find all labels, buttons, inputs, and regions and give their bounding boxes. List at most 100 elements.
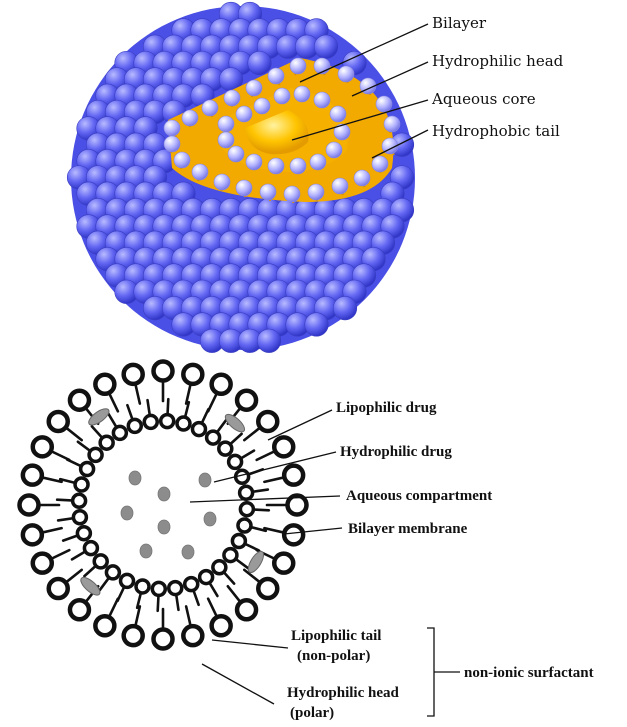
inner-head [152, 582, 165, 595]
outer-head [237, 391, 256, 410]
outer-head [284, 466, 303, 485]
inner-head [73, 511, 86, 524]
cut-head-inner [236, 106, 252, 122]
outer-head [274, 437, 293, 456]
label-hydrophilic-drug: Hydrophilic drug [340, 444, 452, 460]
cut-head [224, 90, 240, 106]
outer-head [70, 600, 89, 619]
cut-head-inner [228, 146, 244, 162]
cut-head-inner [218, 116, 234, 132]
outer-head [33, 554, 52, 573]
cut-head-inner [314, 92, 330, 108]
cut-head [174, 152, 190, 168]
inner-head [219, 442, 232, 455]
cut-head-inner [326, 142, 342, 158]
label-hydrophobic-tail: Hydrophobic tail [432, 122, 560, 140]
hydrophilic-drug [204, 512, 216, 526]
inner-head [94, 555, 107, 568]
cut-head [164, 120, 180, 136]
cut-head-inner [268, 158, 284, 174]
inner-head [238, 519, 251, 532]
inner-head [200, 571, 213, 584]
cut-head [290, 58, 306, 74]
hydrophilic-drug [182, 545, 194, 559]
cut-head [376, 96, 392, 112]
head-sphere [333, 296, 357, 320]
inner-head [213, 561, 226, 574]
outer-head [183, 365, 202, 384]
outer-leaflet [20, 362, 307, 649]
cut-head-inner [246, 154, 262, 170]
head-sphere [314, 35, 338, 59]
head-sphere [257, 329, 281, 353]
outer-head [183, 626, 202, 645]
label-aqueous-compartment: Aqueous compartment [346, 488, 492, 504]
label-non-polar: (non-polar) [297, 648, 370, 664]
cut-head [246, 80, 262, 96]
label-non-ionic-surfactant: non-ionic surfactant [464, 665, 594, 681]
outer-head [237, 600, 256, 619]
outer-head [212, 616, 231, 635]
outer-head [124, 626, 143, 645]
cut-head [354, 170, 370, 186]
cut-head [372, 156, 388, 172]
hydrophilic-drug [158, 520, 170, 534]
cut-head-inner [254, 98, 270, 114]
inner-head [161, 415, 174, 428]
cut-head-inner [274, 88, 290, 104]
cut-head [236, 180, 252, 196]
cut-head-inner [218, 132, 234, 148]
niosome-schematic [20, 362, 307, 649]
outer-head [33, 437, 52, 456]
inner-head [185, 578, 198, 591]
inner-head [113, 426, 126, 439]
leader-lipophilic-tail [212, 640, 288, 648]
outer-head [124, 365, 143, 384]
label-lipophilic-drug: Lipophilic drug [336, 400, 437, 416]
inner-head [84, 542, 97, 555]
inner-head [121, 574, 134, 587]
outer-head [23, 525, 42, 544]
outer-head [20, 496, 39, 515]
cut-head [308, 184, 324, 200]
inner-head [192, 423, 205, 436]
outer-head [95, 616, 114, 635]
outer-head [274, 554, 293, 573]
cut-head [268, 68, 284, 84]
cut-head-inner [310, 154, 326, 170]
lipophilic-drug [245, 549, 266, 575]
inner-head [224, 549, 237, 562]
head-sphere [248, 51, 272, 75]
hydrophilic-drug [158, 487, 170, 501]
outer-head [49, 412, 68, 431]
cut-head [384, 116, 400, 132]
label-bilayer: Bilayer [432, 14, 487, 32]
cut-head [214, 174, 230, 190]
outer-head [70, 391, 89, 410]
inner-head [229, 455, 242, 468]
inner-head [207, 431, 220, 444]
inner-head [128, 419, 141, 432]
surfactant-bracket [427, 628, 434, 716]
cut-head-inner [294, 86, 310, 102]
inner-head [144, 415, 157, 428]
inner-head [75, 478, 88, 491]
hydrophilic-drug [199, 473, 211, 487]
hydrophilic-drug [121, 506, 133, 520]
cut-head [338, 66, 354, 82]
hydrophilic-drug [140, 544, 152, 558]
inner-head [240, 486, 253, 499]
cut-head [164, 136, 180, 152]
outer-head [95, 375, 114, 394]
inner-head [73, 494, 86, 507]
outer-head [49, 579, 68, 598]
inner-head [100, 436, 113, 449]
label-hydrophilic-head: Hydrophilic head [432, 52, 564, 70]
cut-head-inner [290, 158, 306, 174]
cut-head-inner [330, 106, 346, 122]
inner-head [81, 463, 94, 476]
vesicle-3d-illustration [67, 2, 415, 352]
cut-head [260, 184, 276, 200]
label-aqueous-core: Aqueous core [431, 90, 536, 108]
